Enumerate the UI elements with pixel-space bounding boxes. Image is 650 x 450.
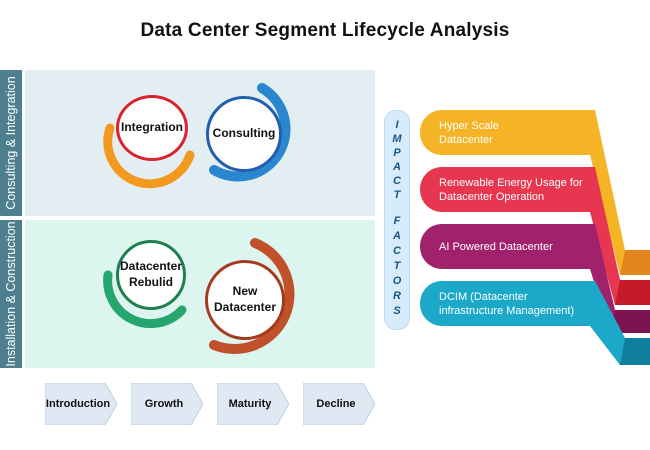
ribbon-hyper-scale-shade xyxy=(620,250,650,275)
circle-new-datacenter: New Datacenter xyxy=(205,260,285,340)
section-label-installation: Installation & Construction xyxy=(0,220,22,368)
stage-label: Maturity xyxy=(228,398,272,410)
ribbon-dcim-shade xyxy=(620,338,650,365)
ribbon-renewable-shade xyxy=(615,280,650,305)
factor-renewable-energy: Renewable Energy Usage for Datacenter Op… xyxy=(420,167,590,212)
panel-consulting-integration xyxy=(25,70,375,216)
ribbon-renewable xyxy=(585,167,650,305)
stage-label: Decline xyxy=(316,398,356,410)
factor-hyper-scale: Hyper Scale Datacenter xyxy=(420,110,590,155)
factors-letter: R xyxy=(393,290,401,302)
ribbon-ai-shade xyxy=(610,310,650,333)
circle-consulting-label: Consulting xyxy=(212,126,276,141)
ribbon-ai xyxy=(585,224,650,333)
factor-label: Hyper Scale Datacenter xyxy=(439,119,499,146)
factors-letter: O xyxy=(392,275,402,287)
factor-label: Renewable Energy Usage for Datacenter Op… xyxy=(439,176,583,203)
page-title: Data Center Segment Lifecycle Analysis xyxy=(140,20,510,41)
ribbon-hyper-scale xyxy=(585,110,650,275)
stage-growth: Growth xyxy=(131,383,203,425)
panel-installation-construction xyxy=(25,220,375,368)
stage-label: Growth xyxy=(144,398,184,410)
stage-maturity: Maturity xyxy=(217,383,289,425)
integration-ring-arc xyxy=(103,123,195,189)
new-datacenter-ring-arc xyxy=(209,238,295,354)
consulting-ring-arc xyxy=(209,83,291,182)
circle-integration: Integration xyxy=(116,95,188,161)
rebuild-ring-arc xyxy=(103,270,187,329)
factor-label: DCIM (Datacenter infrastructure Manageme… xyxy=(439,290,575,317)
impact-letter: T xyxy=(393,189,401,201)
stage-decline: Decline xyxy=(303,383,375,425)
factors-letter: C xyxy=(393,245,401,257)
impact-letter: M xyxy=(392,133,402,145)
factor-dcim: DCIM (Datacenter infrastructure Manageme… xyxy=(420,281,590,326)
factors-letter: S xyxy=(393,305,401,317)
impact-letter: P xyxy=(393,147,401,159)
factor-label: AI Powered Datacenter xyxy=(439,240,553,253)
circle-new-datacenter-label: New Datacenter xyxy=(213,284,277,314)
stage-introduction: Introduction xyxy=(45,383,117,425)
circle-integration-label: Integration xyxy=(121,120,183,135)
impact-letter: I xyxy=(395,119,399,131)
factors-letter: A xyxy=(393,230,401,242)
factors-letter: T xyxy=(393,260,401,272)
circle-datacenter-rebuild: Datacenter Rebulid xyxy=(116,240,186,310)
factors-letter: F xyxy=(393,215,401,227)
impact-letter: C xyxy=(393,175,401,187)
factor-ai-powered: AI Powered Datacenter xyxy=(420,224,590,269)
section-label-consulting: Consulting & Integration xyxy=(0,70,22,216)
impact-letter: A xyxy=(393,161,401,173)
stage-label: Introduction xyxy=(45,398,111,410)
circle-consulting: Consulting xyxy=(206,96,282,172)
circle-rebuild-label: Datacenter Rebulid xyxy=(119,259,183,289)
